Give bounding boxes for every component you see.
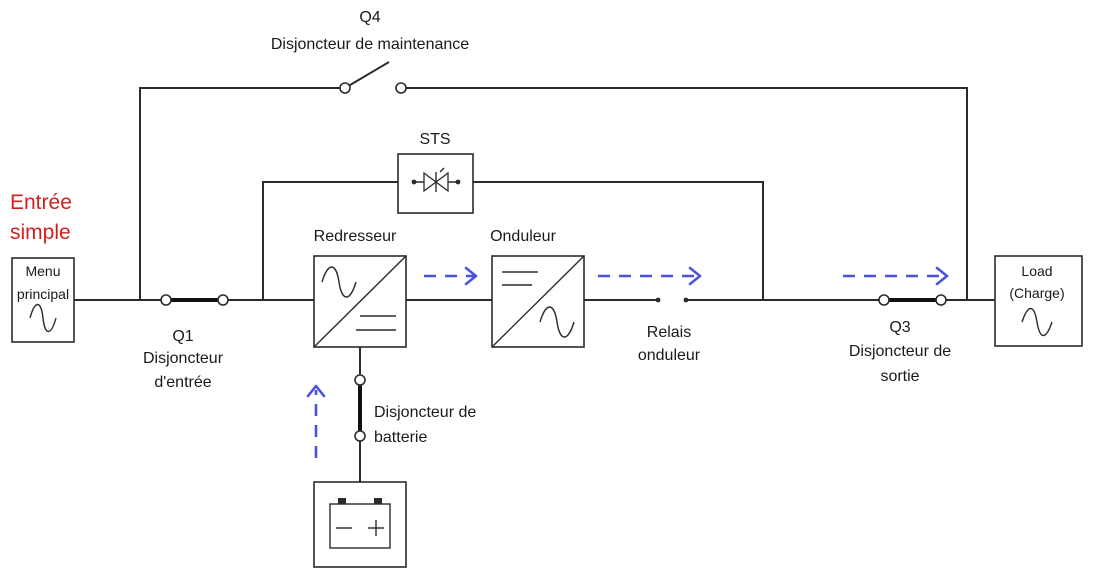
flow-arrow-icon: [843, 266, 949, 286]
q1-name-line1: Disjoncteur: [143, 350, 224, 367]
q1-input-breaker: [160, 294, 229, 306]
load-box: Load (Charge): [994, 255, 1083, 347]
input-type-label-line1: Entrée: [10, 191, 72, 214]
q1-name-line2: d'entrée: [154, 374, 211, 391]
sine-wave-icon: [29, 303, 57, 333]
battery-breaker: [354, 374, 366, 442]
load-label-line2: (Charge): [1009, 285, 1064, 301]
battery-breaker-label-line1: Disjoncteur de: [374, 404, 476, 421]
q4-id-label: Q4: [359, 9, 380, 26]
rectifier-box: [313, 255, 407, 348]
flow-arrow-icon: [598, 266, 702, 286]
main-source-label-line2: principal: [17, 286, 69, 302]
q3-output-breaker: [878, 294, 947, 306]
rectifier-label: Redresseur: [314, 228, 397, 245]
battery-icon: [329, 498, 391, 549]
relay-label-line2: onduleur: [638, 347, 701, 364]
q1-id-label: Q1: [172, 328, 193, 345]
sine-wave-icon: [539, 306, 575, 338]
flow-arrow-icon: [306, 384, 326, 458]
sine-wave-icon: [1021, 307, 1053, 337]
q3-name-line2: sortie: [880, 368, 919, 385]
q3-id-label: Q3: [889, 319, 910, 336]
inverter-box: [491, 255, 585, 348]
inverter-label: Onduleur: [490, 228, 556, 245]
battery-breaker-label-line2: batterie: [374, 429, 427, 446]
main-source-box: Menu principal: [11, 257, 75, 343]
inverter-relay: [655, 297, 689, 303]
q4-name-label: Disjoncteur de maintenance: [271, 36, 469, 53]
load-label-line1: Load: [1021, 263, 1052, 279]
main-source-label-line1: Menu: [25, 263, 60, 279]
wiring: [74, 87, 995, 482]
q3-name-line1: Disjoncteur de: [849, 343, 951, 360]
relay-label-line1: Relais: [647, 324, 691, 341]
battery-box: [313, 481, 407, 568]
q4-maintenance-breaker: [339, 61, 407, 94]
flow-arrow-icon: [424, 266, 478, 286]
thyristor-icon: [411, 167, 461, 193]
sine-wave-icon: [321, 266, 357, 298]
input-type-label-line2: simple: [10, 221, 71, 244]
sts-box: [397, 153, 474, 214]
sts-label: STS: [419, 131, 450, 148]
power-flow-arrows: [306, 266, 949, 458]
